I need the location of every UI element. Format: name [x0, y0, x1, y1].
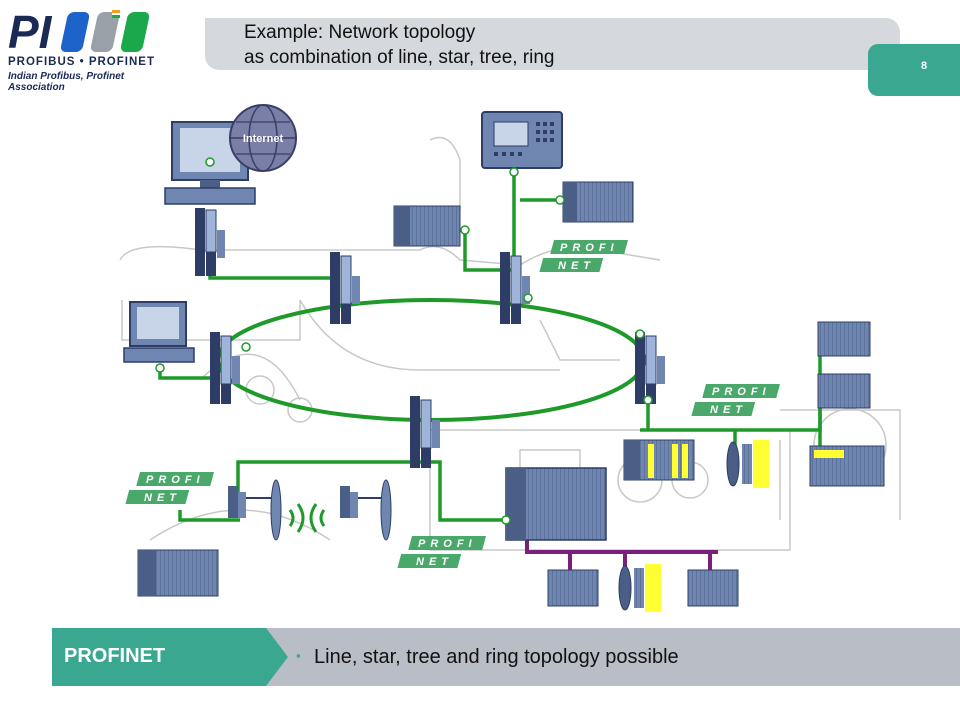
profinet-badge-2: PROFI NET — [691, 384, 780, 416]
plc-rack-far-right-1 — [817, 321, 871, 357]
plc-rack-top-right — [555, 181, 634, 223]
io-module-yellow-right — [726, 440, 769, 488]
plc-rack-top-center — [393, 205, 470, 247]
title-line-2: as combination of line, star, tree, ring — [244, 47, 555, 68]
profinet-badge-4: PROFI NET — [397, 536, 486, 568]
profinet-badge-3-bottom: NET — [144, 492, 181, 504]
switch-ring-left — [210, 332, 251, 404]
page-number: 8 — [920, 60, 928, 72]
wireless-access-point-left — [228, 479, 282, 541]
slide-title: Example: Network topology as combination… — [244, 20, 555, 70]
pc-workstation-left — [123, 301, 195, 373]
switch-ring-bottom — [410, 396, 440, 468]
profinet-badge-3-top: PROFI — [146, 474, 205, 486]
title-bar — [205, 18, 900, 70]
internet-label: Internet — [243, 133, 284, 145]
plc-rack-right-center — [623, 439, 695, 481]
svg-text:PI: PI — [8, 6, 53, 56]
profibus-slave-1 — [547, 569, 599, 607]
plc-rack-far-right-3 — [809, 445, 885, 487]
profinet-badge-4-top: PROFI — [418, 538, 477, 550]
profinet-badge-1-top: PROFI — [560, 242, 619, 254]
page-number-tab — [868, 44, 960, 96]
footer-label-shape — [52, 628, 288, 686]
switch-ring-right — [635, 329, 665, 405]
profinet-badge-4-bottom: NET — [416, 556, 453, 568]
pi-logo: PI PROFIBUS • PROFINET Indian Profibus, … — [4, 4, 164, 96]
logo-line1: PROFIBUS • PROFINET — [8, 56, 155, 68]
profibus-line — [525, 540, 718, 570]
profinet-badge-2-top: PROFI — [712, 386, 771, 398]
wireless-access-point-right — [340, 479, 392, 541]
plc-cabinet-large — [501, 467, 607, 541]
switch-left-top — [195, 208, 225, 276]
hmi-panel — [481, 111, 563, 177]
profibus-slave-2 — [687, 569, 739, 607]
profinet-badge-3: PROFI NET — [125, 472, 214, 504]
title-line-1: Example: Network topology — [244, 22, 476, 43]
bullet-icon: ▪ — [296, 648, 301, 663]
plc-rack-bottom-left — [137, 549, 219, 597]
io-module-yellow-bottom — [618, 564, 661, 612]
logo-line2: Indian Profibus, Profinet Association — [8, 71, 125, 93]
profinet-badge-1: PROFI NET — [539, 240, 628, 272]
footer-label: PROFINET — [64, 645, 166, 667]
network-topology-diagram: Internet — [119, 104, 901, 612]
plc-rack-far-right-2 — [817, 373, 871, 409]
footer-text: Line, star, tree and ring topology possi… — [314, 646, 679, 668]
wireless-signal-icon — [288, 503, 326, 533]
internet-globe: Internet — [229, 104, 297, 172]
ethernet-links — [158, 170, 822, 522]
switch-ring-2 — [500, 252, 533, 324]
profinet-badge-2-bottom: NET — [710, 404, 747, 416]
pi-logo-mark: PI — [8, 6, 150, 58]
profinet-badge-1-bottom: NET — [558, 260, 595, 272]
switch-ring-1 — [330, 252, 360, 324]
